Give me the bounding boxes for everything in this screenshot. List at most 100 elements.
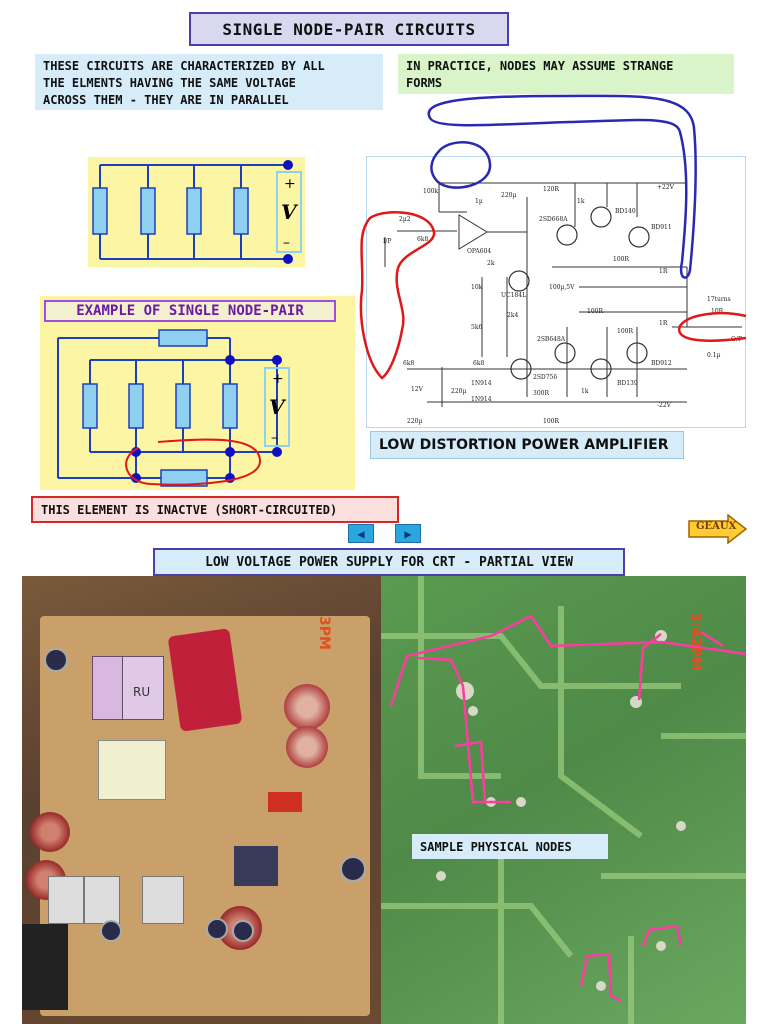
solder-pad: [468, 706, 478, 716]
triangle-right-icon: ▶: [404, 526, 412, 541]
amplifier-schematic-svg: 100k 220µ 120R +22V 1µ 1k 2SD668A BD140 …: [383, 182, 742, 425]
part-label: 1R: [659, 268, 668, 275]
part-label: -22V: [657, 402, 672, 409]
pcb-solder-svg: [381, 576, 746, 1024]
solder-pad: [655, 630, 667, 642]
transistor: [508, 270, 530, 292]
part-label: 120R: [543, 186, 559, 193]
physical-node-trace: [416, 656, 511, 804]
part-label: 2SD668A: [539, 216, 568, 223]
geaux-label: GEAUX: [696, 521, 737, 532]
capacitor: [44, 648, 68, 672]
example-circuit: + V –: [40, 296, 355, 490]
part-label: 1N914: [471, 380, 492, 387]
part-label: 100µ,5V: [549, 284, 575, 291]
part-label: BD912: [651, 360, 672, 367]
node-dot: [225, 447, 235, 457]
resistor: [175, 383, 191, 429]
power-supply-label: LOW VOLTAGE POWER SUPPLY FOR CRT - PARTI…: [153, 548, 625, 576]
geaux-button[interactable]: GEAUX: [688, 514, 748, 544]
capacitor: [206, 918, 228, 940]
part-label: 1k: [577, 198, 585, 205]
physical-node-trace: [637, 633, 662, 701]
transistor: [556, 224, 578, 246]
heatsink: [48, 876, 84, 924]
physical-node-trace: [700, 630, 724, 648]
transformer: RU: [122, 656, 164, 720]
node-dot: [131, 447, 141, 457]
page-title: SINGLE NODE-PAIR CIRCUITS: [189, 12, 509, 46]
part-label: 6k8: [403, 360, 414, 367]
voltage-symbol: V: [269, 395, 287, 419]
parallel-circuit-diagram: + V –: [88, 157, 305, 267]
arrow-right-icon: [688, 514, 748, 544]
part-label: BD139: [617, 380, 638, 387]
toroid-coil: [286, 726, 328, 768]
physical-node-trace: [389, 614, 746, 707]
inactive-element-label: THIS ELEMENT IS INACTVE (SHORT-CIRCUITED…: [31, 496, 399, 523]
triangle-left-icon: ◀: [357, 526, 365, 541]
node-dot: [272, 355, 282, 365]
previous-slide-button[interactable]: ◀: [348, 524, 374, 543]
pcb-component-photo: RU 3PM: [22, 576, 381, 1024]
part-label: 220µ: [451, 388, 466, 395]
transformer: [98, 740, 166, 800]
solder-pad: [516, 797, 526, 807]
part-label: 1k: [581, 388, 589, 395]
part-label: 0.1µ: [707, 352, 721, 359]
transistor: [628, 226, 650, 248]
part-label: UC184L: [501, 292, 526, 299]
solder-pad: [436, 871, 446, 881]
part-label: 220µ: [501, 192, 516, 199]
voltage-symbol: V: [281, 200, 299, 224]
part-label: 6k8: [417, 236, 428, 243]
part-label: 2SD756: [533, 374, 557, 381]
part-label: 100R: [613, 256, 629, 263]
transistor: [590, 206, 612, 228]
parallel-description-line1: THESE CIRCUITS ARE CHARACTERIZED BY ALL: [43, 59, 325, 73]
amplifier-label: LOW DISTORTION POWER AMPLIFIER: [370, 431, 684, 459]
part-label: 6k8: [473, 360, 484, 367]
relay-block: [22, 924, 68, 1010]
nodes-note: IN PRACTICE, NODES MAY ASSUME STRANGE FO…: [398, 54, 734, 94]
resistor: [158, 329, 208, 347]
parallel-description-line2: THE ELMENTS HAVING THE SAME VOLTAGE: [43, 76, 296, 90]
parallel-description-line3: ACROSS THEM - THEY ARE IN PARALLEL: [43, 93, 289, 107]
part-label: 300R: [533, 390, 549, 397]
resistor: [140, 187, 156, 235]
part-label: 10R: [711, 308, 724, 315]
part-label: 1R: [659, 320, 668, 327]
resistor: [233, 187, 249, 235]
example-title: EXAMPLE OF SINGLE NODE-PAIR: [44, 300, 336, 322]
short-circuit-highlight: [125, 438, 262, 486]
resistor: [128, 383, 144, 429]
capacitor: [100, 920, 122, 942]
part-label: 100R: [543, 418, 559, 425]
nodes-note-line1: IN PRACTICE, NODES MAY ASSUME STRANGE: [406, 59, 674, 73]
capacitor: [232, 920, 254, 942]
voltage-box: [276, 171, 302, 253]
part-label: 2SB648A: [537, 336, 566, 343]
heatsink: [84, 876, 120, 924]
transistor: [626, 342, 648, 364]
inactive-resistor: [160, 469, 208, 487]
part-label: BD911: [651, 224, 672, 231]
minus-sign: –: [283, 235, 290, 251]
part-label: 1µ: [475, 198, 483, 205]
solder-pad: [456, 682, 474, 700]
resistor: [222, 383, 238, 429]
inductor-block: [234, 846, 278, 886]
pcb-solder-photo: 3:42PM: [381, 576, 746, 1024]
resistor: [186, 187, 202, 235]
part-label: I/P: [383, 238, 391, 245]
physical-node-trace: [641, 924, 683, 947]
part-label: BD140: [615, 208, 636, 215]
part-label: 100R: [617, 328, 633, 335]
voltage-box: [264, 367, 290, 447]
solder-pad: [596, 981, 606, 991]
part-label: O/P: [731, 336, 742, 343]
node-dot: [225, 355, 235, 365]
part-label: 100R: [587, 308, 603, 315]
next-slide-button[interactable]: ▶: [395, 524, 421, 543]
nodes-note-line2: FORMS: [406, 76, 443, 90]
